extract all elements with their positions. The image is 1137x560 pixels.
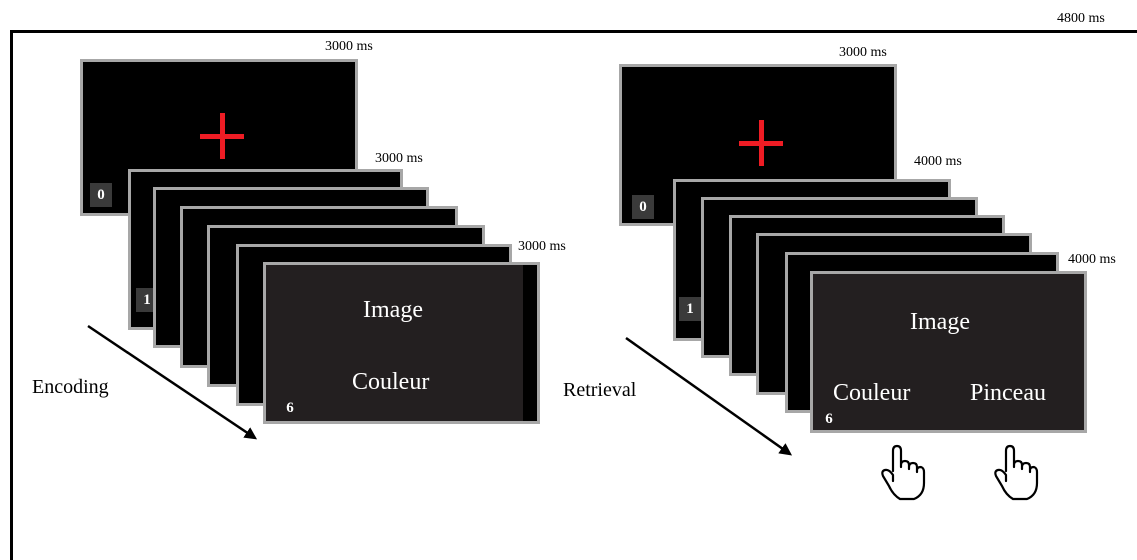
fixation-cross-icon <box>200 113 244 159</box>
retrieval-option-right: Pinceau <box>970 380 1046 406</box>
encoding-final-index: 6 <box>286 399 294 416</box>
encoding-screen-index: 1 <box>136 288 158 312</box>
encoding-final-screen: Image Couleur 6 <box>263 262 540 424</box>
encoding-final-duration: 3000 ms <box>518 239 566 254</box>
retrieval-option-left: Couleur <box>833 380 911 406</box>
pointing-hand-icon <box>994 444 1039 501</box>
pointing-hand-icon <box>881 444 926 501</box>
retrieval-fixation-duration: 3000 ms <box>839 45 887 60</box>
encoding-fixation-duration: 3000 ms <box>325 39 373 54</box>
timeline-frame <box>10 30 1137 560</box>
retrieval-fixation-index: 0 <box>632 195 654 219</box>
retrieval-final-duration: 4000 ms <box>1068 252 1116 267</box>
retrieval-label: Retrieval <box>563 379 637 401</box>
retrieval-arrow-icon <box>625 336 793 456</box>
encoding-prompt-text: Image <box>363 297 423 323</box>
total-duration-label: 4800 ms <box>1057 11 1105 26</box>
encoding-cue-text: Couleur <box>352 369 430 395</box>
diagram-overlay <box>87 324 1039 501</box>
encoding-fixation-index: 0 <box>90 183 112 207</box>
fixation-cross-icon <box>739 120 783 166</box>
retrieval-final-screen: Image Couleur Pinceau 6 <box>810 271 1087 433</box>
encoding-label: Encoding <box>32 376 109 398</box>
retrieval-prompt-text: Image <box>910 309 970 335</box>
retrieval-final-index: 6 <box>825 410 833 427</box>
retrieval-stack-duration: 4000 ms <box>914 154 962 169</box>
encoding-stack-duration: 3000 ms <box>375 151 423 166</box>
retrieval-screen-index: 1 <box>679 297 701 321</box>
encoding-arrow-icon <box>87 324 258 440</box>
